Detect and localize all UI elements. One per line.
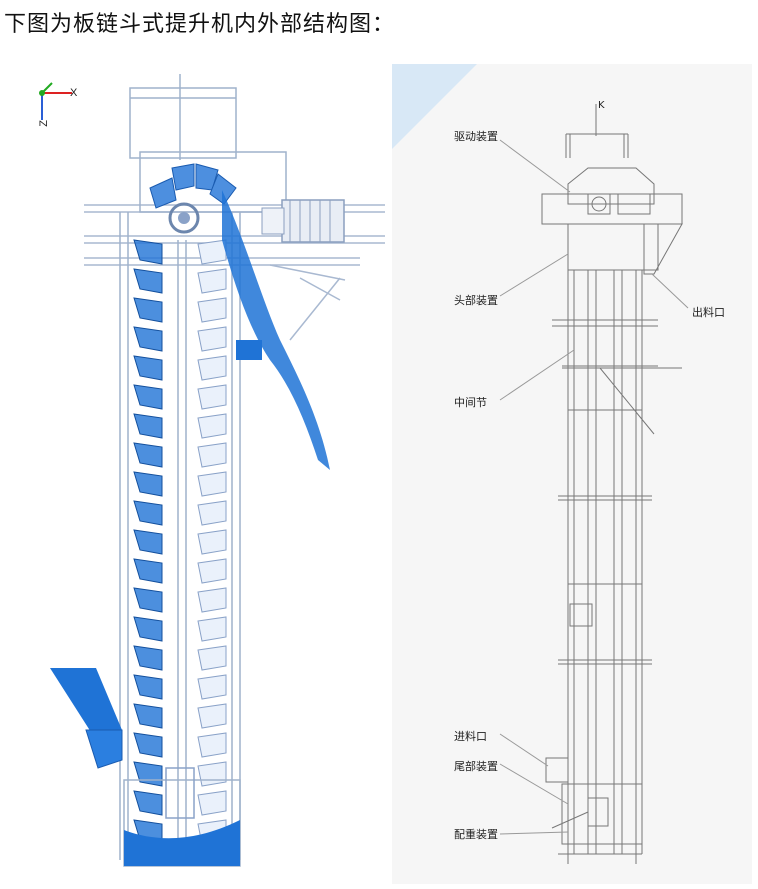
- bucket: [133, 558, 163, 584]
- axis-x-label: X: [70, 87, 78, 99]
- descending-buckets: [197, 239, 227, 845]
- bucket: [197, 558, 227, 584]
- bucket: [133, 645, 163, 671]
- elevator-casing: [567, 270, 643, 854]
- bucket: [197, 500, 227, 526]
- bucket: [133, 500, 163, 526]
- leader-lines: [499, 139, 689, 835]
- axis-gizmo: [39, 82, 72, 120]
- corner-decoration: [392, 64, 477, 149]
- tail-unit-label: 尾部装置: [454, 760, 498, 773]
- bucket: [133, 239, 163, 265]
- page-heading: 下图为板链斗式提升机内外部结构图：: [4, 12, 396, 37]
- external-structure-drawing: [392, 64, 689, 864]
- bucket: [133, 732, 163, 758]
- counterweight-label: 配重装置: [454, 828, 498, 841]
- drive-unit-label: 驱动装置: [454, 130, 498, 143]
- bucket: [197, 355, 227, 381]
- bucket: [197, 616, 227, 642]
- bucket: [133, 529, 163, 555]
- bucket: [133, 587, 163, 613]
- discharge-material-stream: [222, 190, 330, 470]
- bucket: [133, 616, 163, 642]
- bucket: [197, 645, 227, 671]
- inspection-door: [569, 603, 593, 627]
- bucket: [133, 355, 163, 381]
- bucket: [197, 384, 227, 410]
- bucket: [133, 326, 163, 352]
- drive-motor: [261, 199, 345, 243]
- top-hoist-frame: [565, 104, 629, 158]
- inlet-label: 进料口: [454, 730, 487, 743]
- bucket: [197, 790, 227, 816]
- head-unit-label: 头部装置: [454, 294, 498, 307]
- bucket: [197, 268, 227, 294]
- bucket: [133, 442, 163, 468]
- bucket: [133, 297, 163, 323]
- bucket: [133, 761, 163, 787]
- middle-section-label: 中间节: [454, 396, 487, 409]
- bucket: [197, 703, 227, 729]
- bucket: [197, 529, 227, 555]
- bucket: [133, 384, 163, 410]
- bucket: [197, 674, 227, 700]
- platforms: [552, 319, 682, 665]
- outlet-label: 出料口: [692, 306, 725, 319]
- internal-structure-drawing: [39, 74, 385, 867]
- bucket: [133, 268, 163, 294]
- bucket: [197, 761, 227, 787]
- bucket: [197, 732, 227, 758]
- bucket: [197, 471, 227, 497]
- bucket: [133, 790, 163, 816]
- axis-z-label: Z: [38, 120, 50, 127]
- bucket: [133, 471, 163, 497]
- top-marker-label: K: [598, 100, 605, 111]
- bucket: [133, 703, 163, 729]
- external-structure-diagram: K 驱动装置 头部装置 出料口 中间节 进料口 尾部装置 配重装置: [392, 64, 752, 884]
- bucket: [197, 587, 227, 613]
- head-sprocket: [168, 202, 200, 234]
- boot-material-pile: [123, 767, 241, 867]
- head-buckets: [149, 163, 237, 209]
- ascending-buckets: [133, 239, 163, 845]
- tail-section: [545, 757, 643, 864]
- inlet-chute: [50, 668, 123, 769]
- bucket: [197, 442, 227, 468]
- bucket: [197, 326, 227, 352]
- bucket: [197, 297, 227, 323]
- head-housing: [541, 167, 683, 275]
- bucket: [197, 239, 227, 265]
- internal-structure-diagram: X Z: [0, 40, 400, 889]
- bucket: [133, 674, 163, 700]
- bucket: [197, 413, 227, 439]
- bucket: [133, 413, 163, 439]
